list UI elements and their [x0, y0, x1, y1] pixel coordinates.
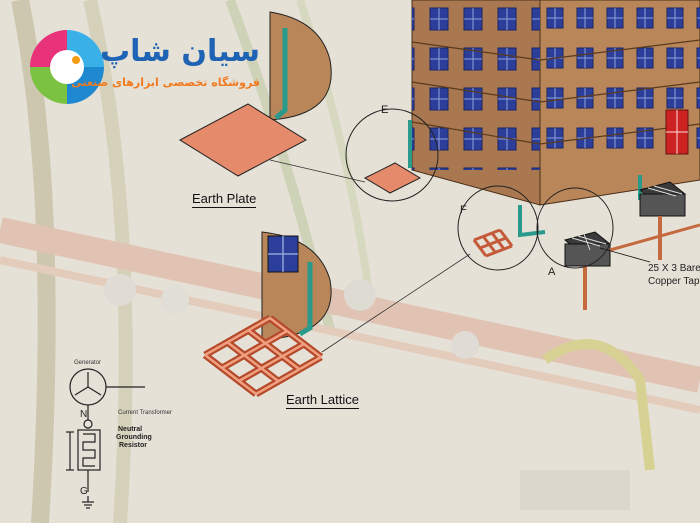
detail-circle-e [345, 108, 439, 202]
current-transformer-label: Current Transformer [118, 410, 173, 416]
current-transformer-symbol [83, 419, 93, 429]
detail-circle-f [457, 185, 539, 271]
earth-lattice-label: Earth Lattice [286, 392, 359, 409]
detail-e-plate [363, 162, 422, 194]
copper-tape-label-line1: 25 X 3 Bare [648, 263, 700, 274]
earth-plate-illustration [178, 11, 366, 183]
building [411, 0, 700, 238]
brand-logo[interactable]: سیان شاپ فروشگاه تخصصی ابزارهای صنعتی [28, 28, 278, 108]
detail-circle-a [536, 187, 614, 269]
ngr-label-line2: Grounding [116, 434, 152, 441]
logo-mark-icon [30, 30, 104, 104]
generator-schematic [66, 368, 145, 509]
detail-a-label: A [548, 266, 556, 278]
detail-f-lattice [472, 228, 514, 258]
earth-plate-label: Earth Plate [192, 191, 257, 208]
brand-tagline: فروشگاه تخصصی ابزارهای صنعتی [71, 76, 260, 89]
ground-label: G [80, 486, 88, 497]
resistor-symbol [77, 429, 101, 471]
earth-pit-right [638, 181, 687, 260]
brand-name: سیان شاپ [100, 34, 260, 69]
ngr-label-line3: Resistor [119, 442, 148, 449]
copper-tape [609, 223, 700, 252]
earth-lattice-illustration [202, 231, 471, 398]
ngr-label-line1: Neutral [118, 426, 143, 433]
neutral-label: N [80, 409, 88, 420]
detail-e-label: E [381, 104, 389, 116]
detail-f-label: F [460, 204, 467, 216]
generator-label: Generator [74, 360, 102, 366]
copper-tape-label-line2: Copper Tap [648, 276, 700, 287]
